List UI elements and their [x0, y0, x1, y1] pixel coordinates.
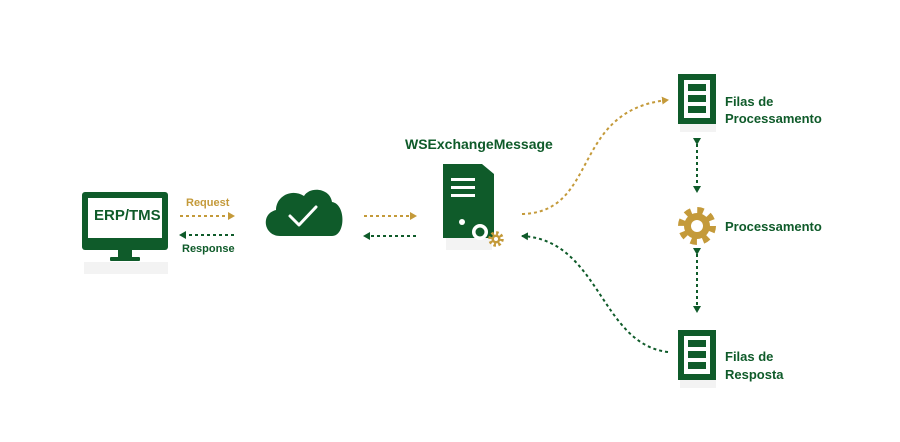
queue-response-label-line2: Resposta: [725, 367, 784, 382]
erp-label: ERP/TMS: [94, 207, 161, 224]
queue-processing-label-line2: Processamento: [725, 111, 822, 126]
monitor-icon: [82, 192, 168, 274]
request-label: Request: [186, 197, 230, 209]
server-to-queue-processing-arrow: [521, 96, 669, 215]
queue-response-icon: [678, 330, 716, 388]
queue-response-to-server-arrow: [521, 232, 669, 353]
queue-processing-icon: [678, 74, 716, 132]
queue-processing-label-line1: Filas de: [725, 94, 774, 109]
server-gear-icon: [443, 164, 504, 250]
queue-response-label-line1: Filas de: [725, 349, 774, 364]
cloud-check-icon: [265, 189, 343, 236]
processing-label: Processamento: [725, 219, 822, 234]
response-label: Response: [182, 243, 235, 255]
gear-icon: [678, 207, 716, 245]
server-title: WSExchangeMessage: [405, 136, 553, 152]
